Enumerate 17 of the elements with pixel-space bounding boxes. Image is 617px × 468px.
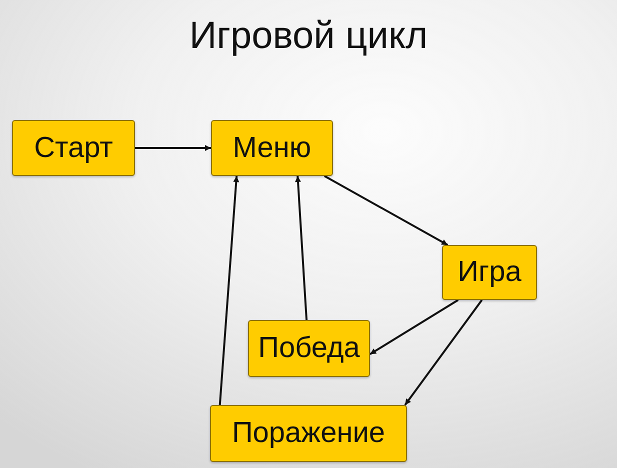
process-box (210, 405, 407, 462)
arrow (324, 175, 448, 246)
box-label: Меню (232, 132, 312, 164)
box-label: Игра (458, 256, 522, 289)
diagram-title: Игровой цикл (189, 15, 428, 58)
process-box (12, 120, 135, 176)
arrow (135, 145, 211, 151)
arrow (218, 176, 240, 406)
process-box (442, 245, 537, 300)
box-label: Поражение (232, 417, 386, 450)
box-label: Победа (258, 332, 360, 365)
arrow (295, 176, 308, 320)
arrow (404, 299, 483, 406)
arrow (369, 299, 459, 356)
box-label: Старт (34, 132, 113, 164)
process-box (211, 120, 333, 176)
process-box (248, 320, 370, 377)
